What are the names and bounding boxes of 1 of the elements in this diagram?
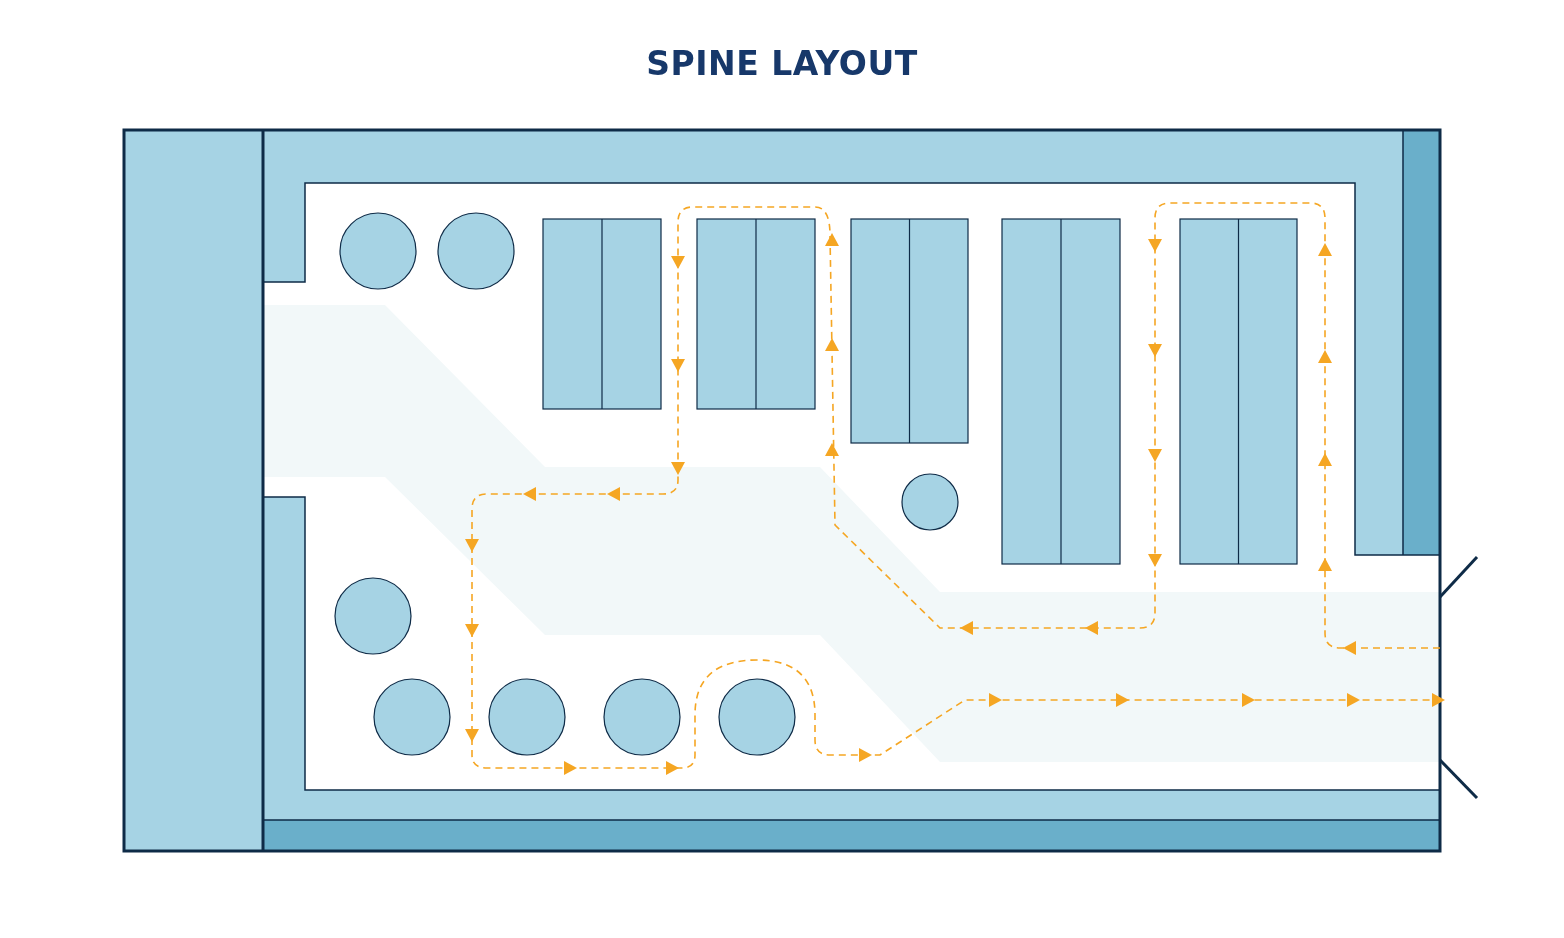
diagram-title: SPINE LAYOUT — [646, 44, 918, 83]
